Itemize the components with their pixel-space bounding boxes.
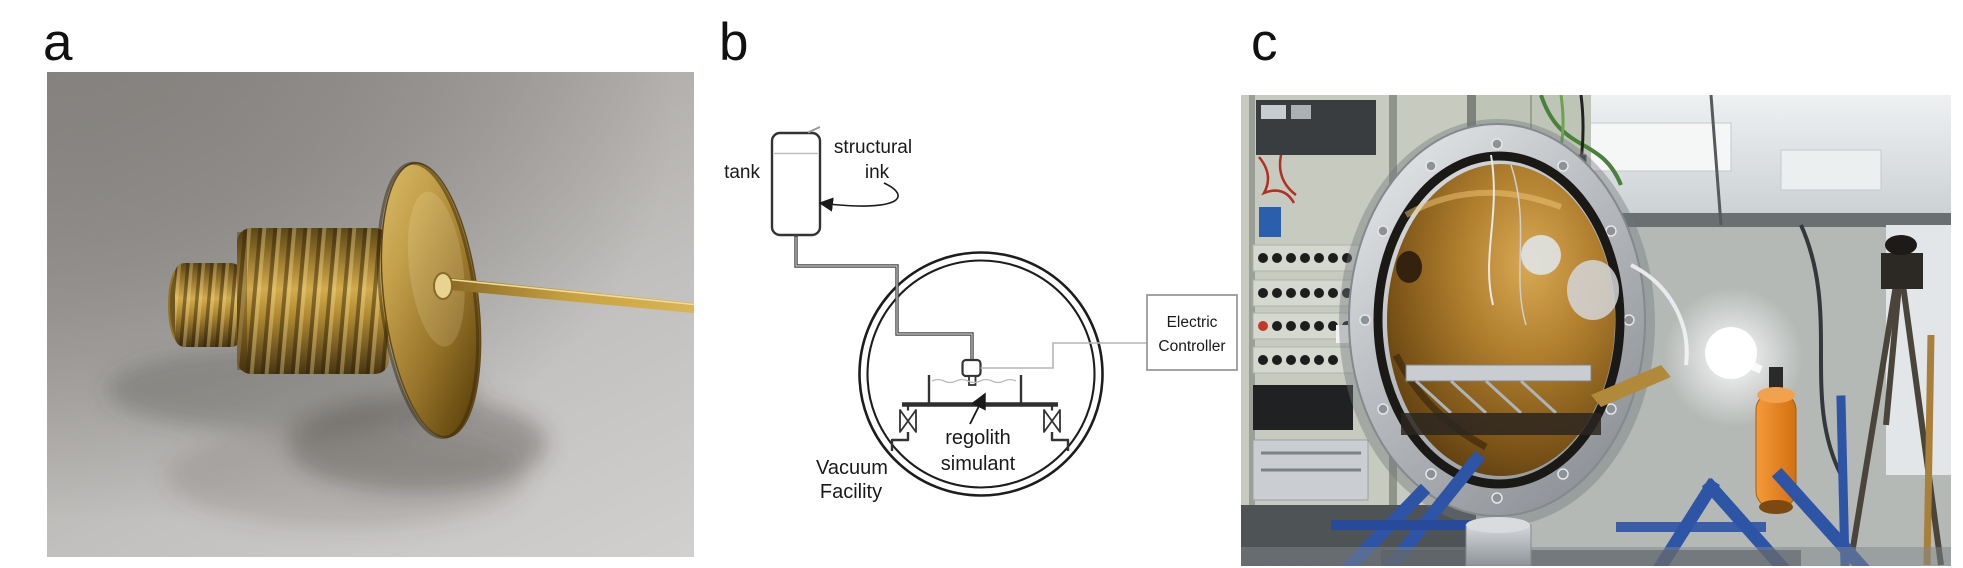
brass-nozzle-art [47,72,694,557]
controller-label-line1: Electric [1167,314,1218,331]
green-cable [1539,95,1623,186]
facility-label-line2: Facility [820,481,882,503]
ink-tank [770,126,822,237]
regolith-arrow [969,392,986,425]
vacuum-lab-art [1241,95,1951,566]
flange-bolts [1359,138,1635,504]
large-thread-section [237,228,389,374]
tripod [1848,284,1944,566]
controller-label-line2: Controller [1158,338,1225,355]
right-side-equipment [1663,224,1951,566]
small-thread-section [168,263,241,347]
door-seal-ring [1373,151,1625,489]
camera [1885,235,1917,255]
regolith-label-line2: simulant [941,453,1016,475]
disc-flange [376,161,482,439]
feed-tube [794,235,974,361]
valve-left [890,406,917,451]
chamber-interior [1387,164,1615,476]
vacuum-chamber [1339,119,1689,527]
electric-controller-box: Electric Controller [1146,294,1238,371]
photo-vacuum-chamber-lab [1241,95,1951,566]
regolith-container [927,375,1023,403]
interior-cable [1488,154,1495,306]
liquid-surface [931,378,1017,384]
chamber-pedestal [1241,517,1951,566]
ink-arrow [818,182,899,212]
interior-port-dark [1396,251,1422,283]
ink-label-line1: structural [834,137,912,158]
red-wires [1258,154,1297,204]
panel-c-label: c [1251,13,1278,72]
panel-b-label: b [719,13,749,72]
tank-label: tank [724,162,760,183]
needle-hub [433,272,453,300]
needle [433,272,694,313]
ink-label-line2: ink [865,162,890,183]
vacuum-facility-circle [858,251,1104,497]
panel-a-label: a [43,13,73,72]
controller-wire [980,342,1147,369]
facility-label-line1: Vacuum [816,457,888,479]
interior-test-rig [1401,364,1671,435]
dark-cable [1799,224,1843,476]
dark-box [1253,385,1353,430]
regolith-label-line1: regolith [945,427,1011,449]
copper-reflection [1404,189,1563,218]
tank-vent-tick [807,126,821,134]
valve-right [1043,406,1070,451]
ceiling-light-panel-2 [1780,149,1882,191]
photo-brass-nozzle [47,72,694,557]
golden-pole [1923,334,1935,566]
interior-port-bright [1521,235,1561,275]
tripod-head [1881,253,1923,289]
golden-beam [1591,365,1671,407]
